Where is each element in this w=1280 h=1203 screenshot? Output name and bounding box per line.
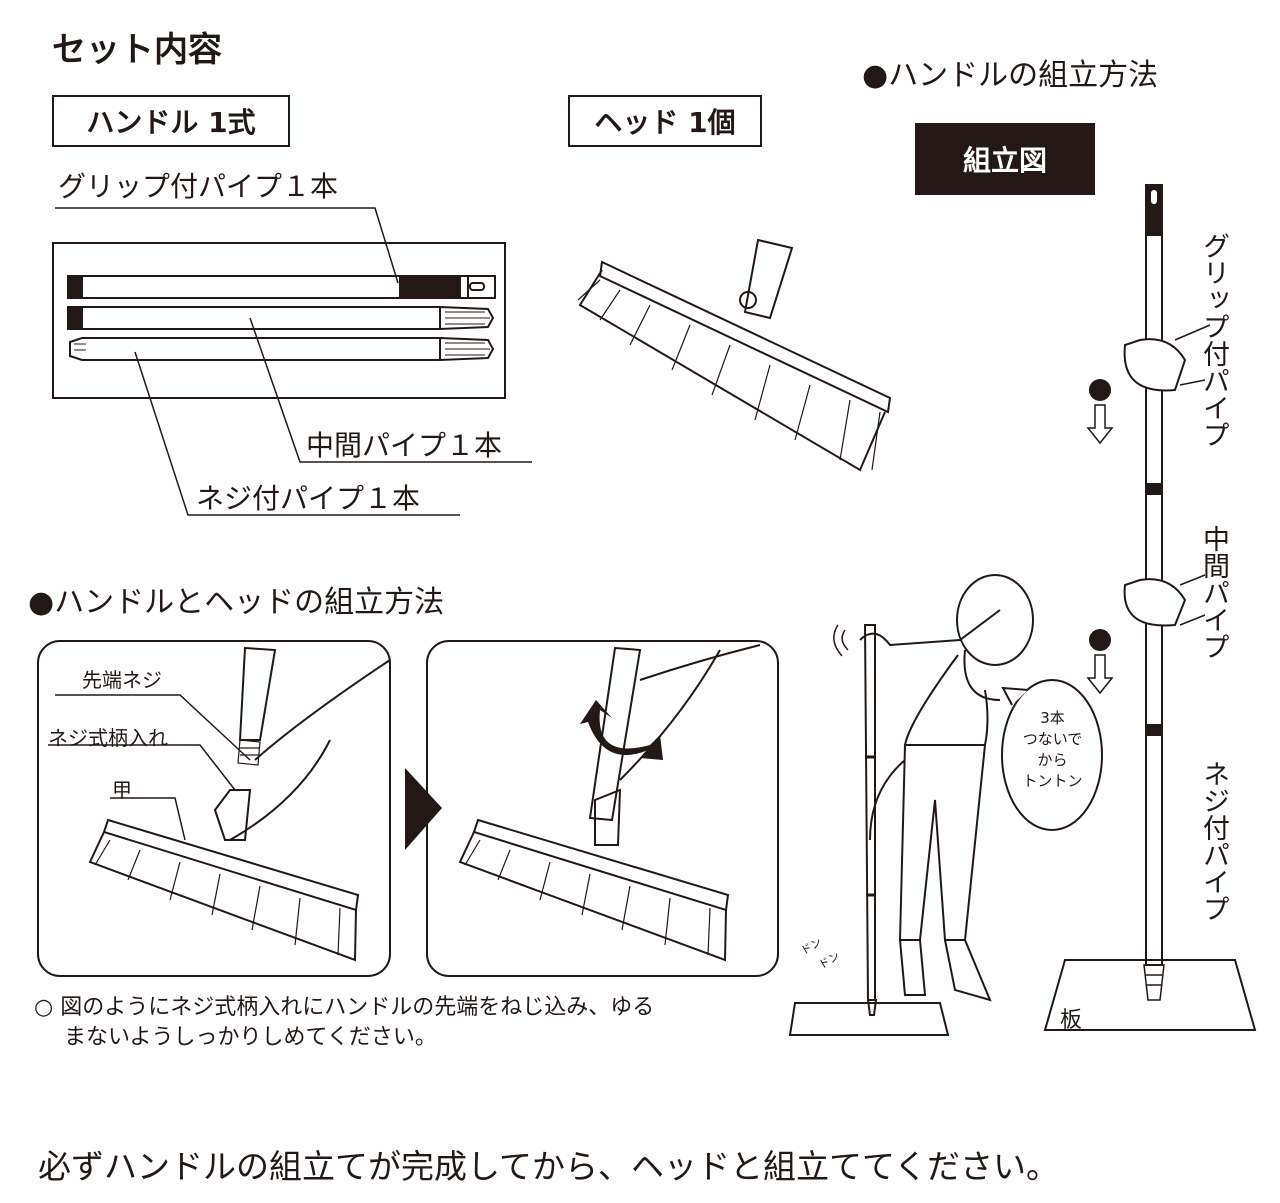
bubble-line: 3本: [1040, 709, 1065, 727]
head-set-box: ヘッド 1個: [568, 95, 762, 147]
rotate-arrow-icon: [580, 700, 663, 760]
leader-screw: [134, 351, 460, 516]
screw-pipe-label: ネジ付パイプ１本: [196, 482, 421, 515]
assembly-diagram-label: 組立図: [915, 123, 1095, 195]
note-line-1: ○ 図のようにネジ式柄入れにハンドルの先端をねじ込み、ゆる: [34, 995, 655, 1020]
next-arrow-icon: [405, 768, 442, 850]
bubble-line: つないで: [1022, 730, 1083, 748]
pipe-set-frame: [52, 242, 506, 399]
page-title: セット内容: [52, 30, 222, 70]
grip-pipe-illustration: [67, 275, 496, 299]
tip-screw-label: 先端ネジ: [82, 668, 162, 692]
bubble-line: トントン: [1022, 772, 1083, 790]
middle-pipe-label: 中間パイプ１本: [306, 429, 503, 462]
footer-instruction: 必ずハンドルの組立てが完成してから、ヘッドと組立ててください。: [38, 1147, 1060, 1186]
leader-grip: [55, 207, 399, 284]
vertical-label-middle: 中間パイプ: [1198, 525, 1229, 660]
leader-middle: [249, 317, 532, 463]
handle-assembly-heading: ●ハンドルの組立方法: [862, 58, 1159, 93]
head-assembly-heading: ●ハンドルとヘッドの組立方法: [28, 585, 445, 620]
assembled-handle-illustration: [1043, 184, 1257, 1031]
vertical-label-screw: ネジ付パイプ: [1198, 760, 1229, 922]
speech-bubble-text: 3本 つないで から トントン: [1005, 708, 1100, 792]
grip-pipe-label: グリップ付パイプ１本: [58, 170, 339, 203]
middle-pipe-illustration: [67, 305, 495, 331]
speech-bubble: [1001, 679, 1103, 831]
step1-broom: [48, 646, 391, 962]
woman-tapping-handle-illustration: [788, 574, 1034, 1036]
step1-panel: [37, 640, 391, 977]
note-line-2: まないようしっかりしめてください。: [64, 1025, 437, 1050]
back-label: 甲: [112, 778, 132, 802]
vertical-label-grip: グリップ付パイプ: [1198, 232, 1229, 448]
screw-pipe-illustration: [69, 336, 495, 362]
vibration-lines-icon: [833, 624, 849, 657]
bubble-line: から: [1037, 751, 1068, 769]
broom-head-illustration: [577, 238, 892, 472]
board-label: 板: [1060, 1008, 1083, 1033]
step2-broom: [458, 644, 761, 962]
screw-socket-label: ネジ式柄入れ: [48, 726, 168, 750]
handle-set-box: ハンドル 1式: [52, 95, 290, 147]
